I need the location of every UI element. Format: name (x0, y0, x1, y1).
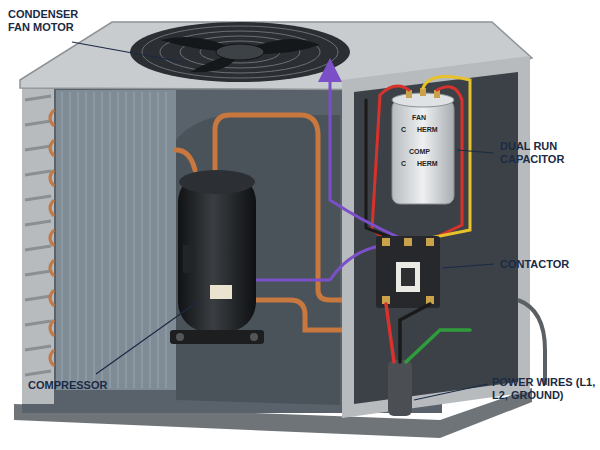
part-callout: POWER WIRES (L1, L2, GROUND) (492, 376, 596, 401)
terminal-label: HERM (417, 160, 438, 168)
part-callout: CONTACTOR (500, 258, 569, 271)
terminal-label: C (401, 126, 406, 134)
terminal-label: C (401, 160, 406, 168)
terminal-label: HERM (417, 126, 438, 134)
terminal-label: FAN (412, 114, 426, 122)
part-callout: DUAL RUN CAPACITOR (500, 140, 584, 165)
part-callout: COMPRESSOR (28, 379, 107, 392)
part-callout: CONDENSER FAN MOTOR (8, 8, 100, 33)
terminal-label: COMP (409, 148, 430, 156)
